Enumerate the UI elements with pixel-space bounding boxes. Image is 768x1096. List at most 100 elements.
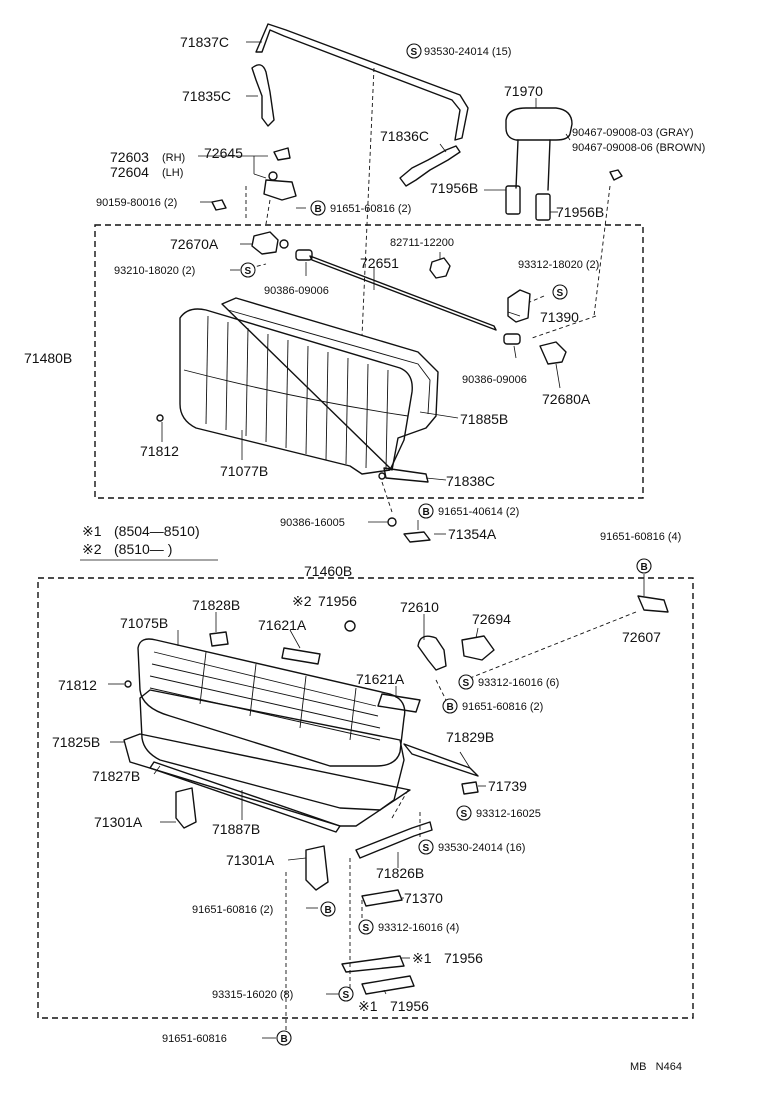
bolt-symbol: B — [310, 200, 326, 216]
part-label: 71390 — [540, 309, 579, 325]
bolt-symbol: B — [442, 698, 458, 714]
screw-symbol: S — [240, 262, 256, 278]
svg-text:S: S — [461, 809, 468, 820]
seat-cushion-71075B — [137, 638, 406, 767]
part-label: 93530-24014 (16) — [438, 842, 525, 854]
part-label: (RH) — [162, 152, 185, 164]
part-label: ※1 — [412, 950, 432, 966]
part-label: 71826B — [376, 865, 424, 881]
part-label: 71956B — [430, 180, 478, 196]
part-label: 71956 — [318, 593, 357, 609]
part-label: ※1 — [358, 998, 378, 1014]
leader-lines — [108, 41, 645, 1039]
part-label: 90386-16005 — [280, 517, 345, 529]
svg-text:B: B — [325, 905, 332, 916]
part-label: 93312-18020 (2) — [518, 259, 599, 271]
part-label: 93312-16016 (4) — [378, 922, 459, 934]
part-label: 72604 — [110, 164, 149, 180]
part-label: 71301A — [226, 852, 275, 868]
legend-mark-2: ※2 — [82, 541, 102, 557]
pad-71621A-b — [377, 693, 421, 713]
clip-90467 — [609, 169, 623, 181]
bracket-71301A-b — [305, 845, 329, 891]
cushion-frame-71887B — [139, 689, 405, 811]
part-label: 71370 — [404, 890, 443, 906]
part-label: 71075B — [120, 615, 168, 631]
pin-71812b — [124, 680, 132, 688]
bracket-71836C — [399, 145, 461, 187]
part-label: 71301A — [94, 814, 143, 830]
part-label: 72670A — [170, 236, 219, 252]
clip-82711 — [429, 257, 451, 279]
part-label: 72607 — [622, 629, 661, 645]
part-label: 71621A — [356, 671, 405, 687]
part-label: 71827B — [92, 768, 140, 784]
screw-symbol: S — [358, 919, 374, 935]
bushing-90386-b — [503, 333, 521, 345]
part-71739 — [461, 781, 479, 795]
part-71390 — [507, 289, 531, 323]
part-label: 91651-60816 (4) — [600, 531, 681, 543]
stop-71956-b — [361, 975, 415, 995]
locator-lines — [245, 67, 637, 1034]
part-label: 71838C — [446, 473, 495, 489]
part-label: 72645 — [204, 145, 243, 161]
part-label: 72694 — [472, 611, 511, 627]
part-label: (LH) — [162, 167, 183, 179]
support-71956B-a — [505, 185, 521, 215]
svg-text:S: S — [557, 288, 564, 299]
part-label: 71885B — [460, 411, 508, 427]
bracket-72607 — [637, 595, 669, 613]
bolt-symbol: B — [636, 558, 652, 574]
part-label: 71354A — [448, 526, 497, 542]
bushing-90386-a — [295, 249, 313, 261]
part-label: 82711-12200 — [390, 237, 454, 249]
part-label: 93312-16025 — [476, 808, 541, 820]
svg-text:B: B — [423, 507, 430, 518]
part-label: 71970 — [504, 83, 543, 99]
screw-symbol: S — [338, 986, 354, 1002]
latch-72680A — [539, 341, 567, 365]
cable-72610 — [417, 635, 447, 671]
svg-text:S: S — [343, 990, 350, 1001]
part-label: 72651 — [360, 255, 399, 271]
part-label: 72680A — [542, 391, 591, 407]
headrest-71970 — [505, 107, 573, 141]
part-label: 91651-60816 (2) — [330, 203, 411, 215]
headrest-stay-right — [547, 139, 551, 191]
part-label: 72610 — [400, 599, 439, 615]
part-label: 93210-18020 (2) — [114, 265, 195, 277]
part-label: 93315-16020 (8) — [212, 989, 293, 1001]
latch-72603 — [263, 179, 297, 201]
latch-pin — [268, 171, 278, 181]
svg-text:S: S — [423, 843, 430, 854]
part-label: 71956 — [444, 950, 483, 966]
svg-text:B: B — [281, 1034, 288, 1045]
part-label: ※2 — [292, 593, 312, 609]
screw-symbol: S — [456, 805, 472, 821]
legend-mark-1: ※1 — [82, 523, 102, 539]
bracket-71835C — [251, 64, 275, 127]
part-labels: 71837C 93530-24014 (15) 71835C 71970 718… — [24, 34, 705, 1045]
rod-72651 — [309, 255, 497, 331]
part-label: 71956 — [390, 998, 429, 1014]
legend-range-1: (8504—8510) — [114, 523, 200, 539]
diagram-code: MB N464 — [630, 1061, 682, 1073]
part-label: 71077B — [220, 463, 268, 479]
part-label: 90467-09008-03 (GRAY) — [572, 127, 693, 139]
part-label: 90467-09008-06 (BROWN) — [572, 142, 705, 154]
part-label: 91651-60816 — [162, 1033, 227, 1045]
part-label: 71829B — [446, 729, 494, 745]
part-label: 71828B — [192, 597, 240, 613]
headrest-stay-left — [515, 139, 519, 189]
legend-range-2: (8510— ) — [114, 541, 172, 557]
wire-71826B — [355, 821, 433, 859]
bracket-71354A — [403, 531, 431, 543]
cushion-pleats — [149, 651, 381, 741]
screw-symbol: S — [458, 674, 474, 690]
screw-symbol: S — [552, 284, 568, 300]
part-label: 71837C — [180, 34, 229, 50]
svg-text:S: S — [245, 266, 252, 277]
part-label: 71825B — [52, 734, 100, 750]
